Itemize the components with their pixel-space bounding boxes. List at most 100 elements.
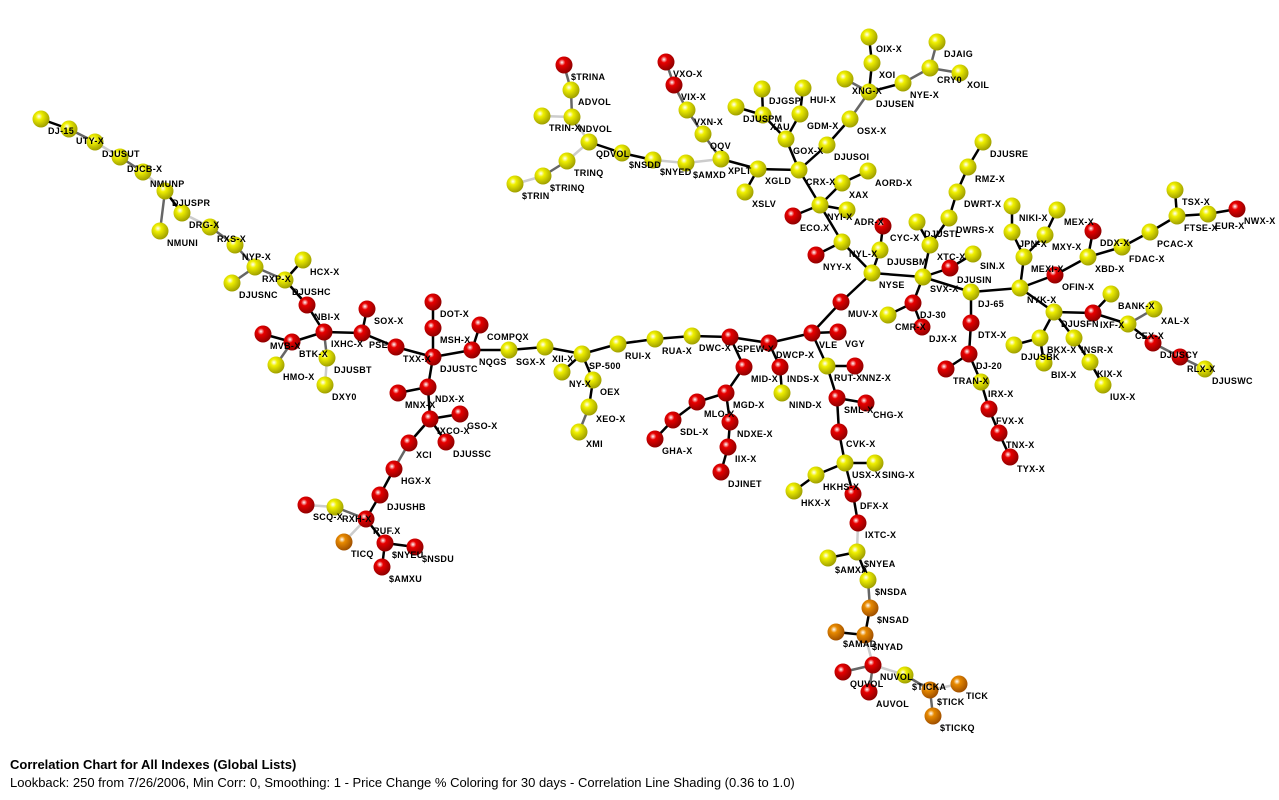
index-node[interactable] [760,334,778,352]
index-node[interactable] [463,341,481,359]
node-ball[interactable] [536,338,554,356]
index-node[interactable] [818,136,836,154]
index-node[interactable] [856,626,874,644]
node-ball[interactable] [836,454,854,472]
node-ball[interactable] [646,430,664,448]
index-node[interactable] [791,105,809,123]
index-node[interactable] [173,204,191,222]
index-node[interactable] [964,245,982,263]
node-ball[interactable] [156,182,174,200]
node-ball[interactable] [173,204,191,222]
node-ball[interactable] [294,251,312,269]
node-ball[interactable] [904,294,922,312]
index-node[interactable] [580,398,598,416]
node-ball[interactable] [335,533,353,551]
node-ball[interactable] [32,110,50,128]
node-ball[interactable] [864,656,882,674]
index-node[interactable] [419,378,437,396]
node-ball[interactable] [818,357,836,375]
index-node[interactable] [1199,205,1217,223]
index-node[interactable] [811,196,829,214]
index-node[interactable] [1079,248,1097,266]
node-ball[interactable] [1036,226,1054,244]
index-node[interactable] [913,318,931,336]
index-node[interactable] [315,323,333,341]
node-ball[interactable] [424,319,442,337]
index-node[interactable] [1036,226,1054,244]
index-node[interactable] [536,338,554,356]
node-ball[interactable] [1196,360,1214,378]
index-node[interactable] [297,496,315,514]
node-ball[interactable] [1119,315,1137,333]
index-node[interactable] [962,283,980,301]
index-node[interactable] [298,296,316,314]
node-ball[interactable] [833,174,851,192]
node-ball[interactable] [609,335,627,353]
index-node[interactable] [753,80,771,98]
index-node[interactable] [553,363,571,381]
index-node[interactable] [941,259,959,277]
index-node[interactable] [859,162,877,180]
index-node[interactable] [777,130,795,148]
index-node[interactable] [863,54,881,72]
node-ball[interactable] [838,201,856,219]
index-node[interactable] [1144,334,1162,352]
index-node[interactable] [790,161,808,179]
index-node[interactable] [558,152,576,170]
node-ball[interactable] [283,333,301,351]
node-ball[interactable] [1084,222,1102,240]
node-ball[interactable] [1011,279,1029,297]
node-ball[interactable] [972,373,990,391]
node-ball[interactable] [1102,285,1120,303]
index-node[interactable] [694,125,712,143]
node-ball[interactable] [613,144,631,162]
node-ball[interactable] [921,681,939,699]
index-node[interactable] [584,371,602,389]
node-ball[interactable] [773,384,791,402]
node-ball[interactable] [389,384,407,402]
node-ball[interactable] [874,217,892,235]
node-ball[interactable] [921,236,939,254]
node-ball[interactable] [580,133,598,151]
index-node[interactable] [921,236,939,254]
index-node[interactable] [609,335,627,353]
index-node[interactable] [959,158,977,176]
node-ball[interactable] [276,271,294,289]
index-node[interactable] [914,268,932,286]
index-node[interactable] [646,330,664,348]
node-ball[interactable] [964,245,982,263]
index-node[interactable] [834,663,852,681]
index-node[interactable] [318,349,336,367]
node-ball[interactable] [400,434,418,452]
node-ball[interactable] [1113,238,1131,256]
node-ball[interactable] [111,148,129,166]
index-node[interactable] [1045,303,1063,321]
node-ball[interactable] [1166,181,1184,199]
node-ball[interactable] [860,83,878,101]
node-ball[interactable] [421,410,439,428]
index-node[interactable] [1005,336,1023,354]
node-ball[interactable] [846,357,864,375]
node-ball[interactable] [298,296,316,314]
index-node[interactable] [254,325,272,343]
node-ball[interactable] [246,258,264,276]
index-node[interactable] [201,218,219,236]
index-node[interactable] [226,236,244,254]
node-ball[interactable] [721,328,739,346]
node-ball[interactable] [803,324,821,342]
index-node[interactable] [736,183,754,201]
index-node[interactable] [784,207,802,225]
index-node[interactable] [657,53,675,71]
index-node[interactable] [573,345,591,363]
index-node[interactable] [1084,304,1102,322]
index-node[interactable] [879,306,897,324]
node-ball[interactable] [373,558,391,576]
node-ball[interactable] [871,241,889,259]
node-ball[interactable] [1005,336,1023,354]
index-node[interactable] [712,150,730,168]
node-ball[interactable] [688,393,706,411]
index-node[interactable] [506,175,524,193]
node-ball[interactable] [836,70,854,88]
index-node[interactable] [678,101,696,119]
node-ball[interactable] [896,666,914,684]
